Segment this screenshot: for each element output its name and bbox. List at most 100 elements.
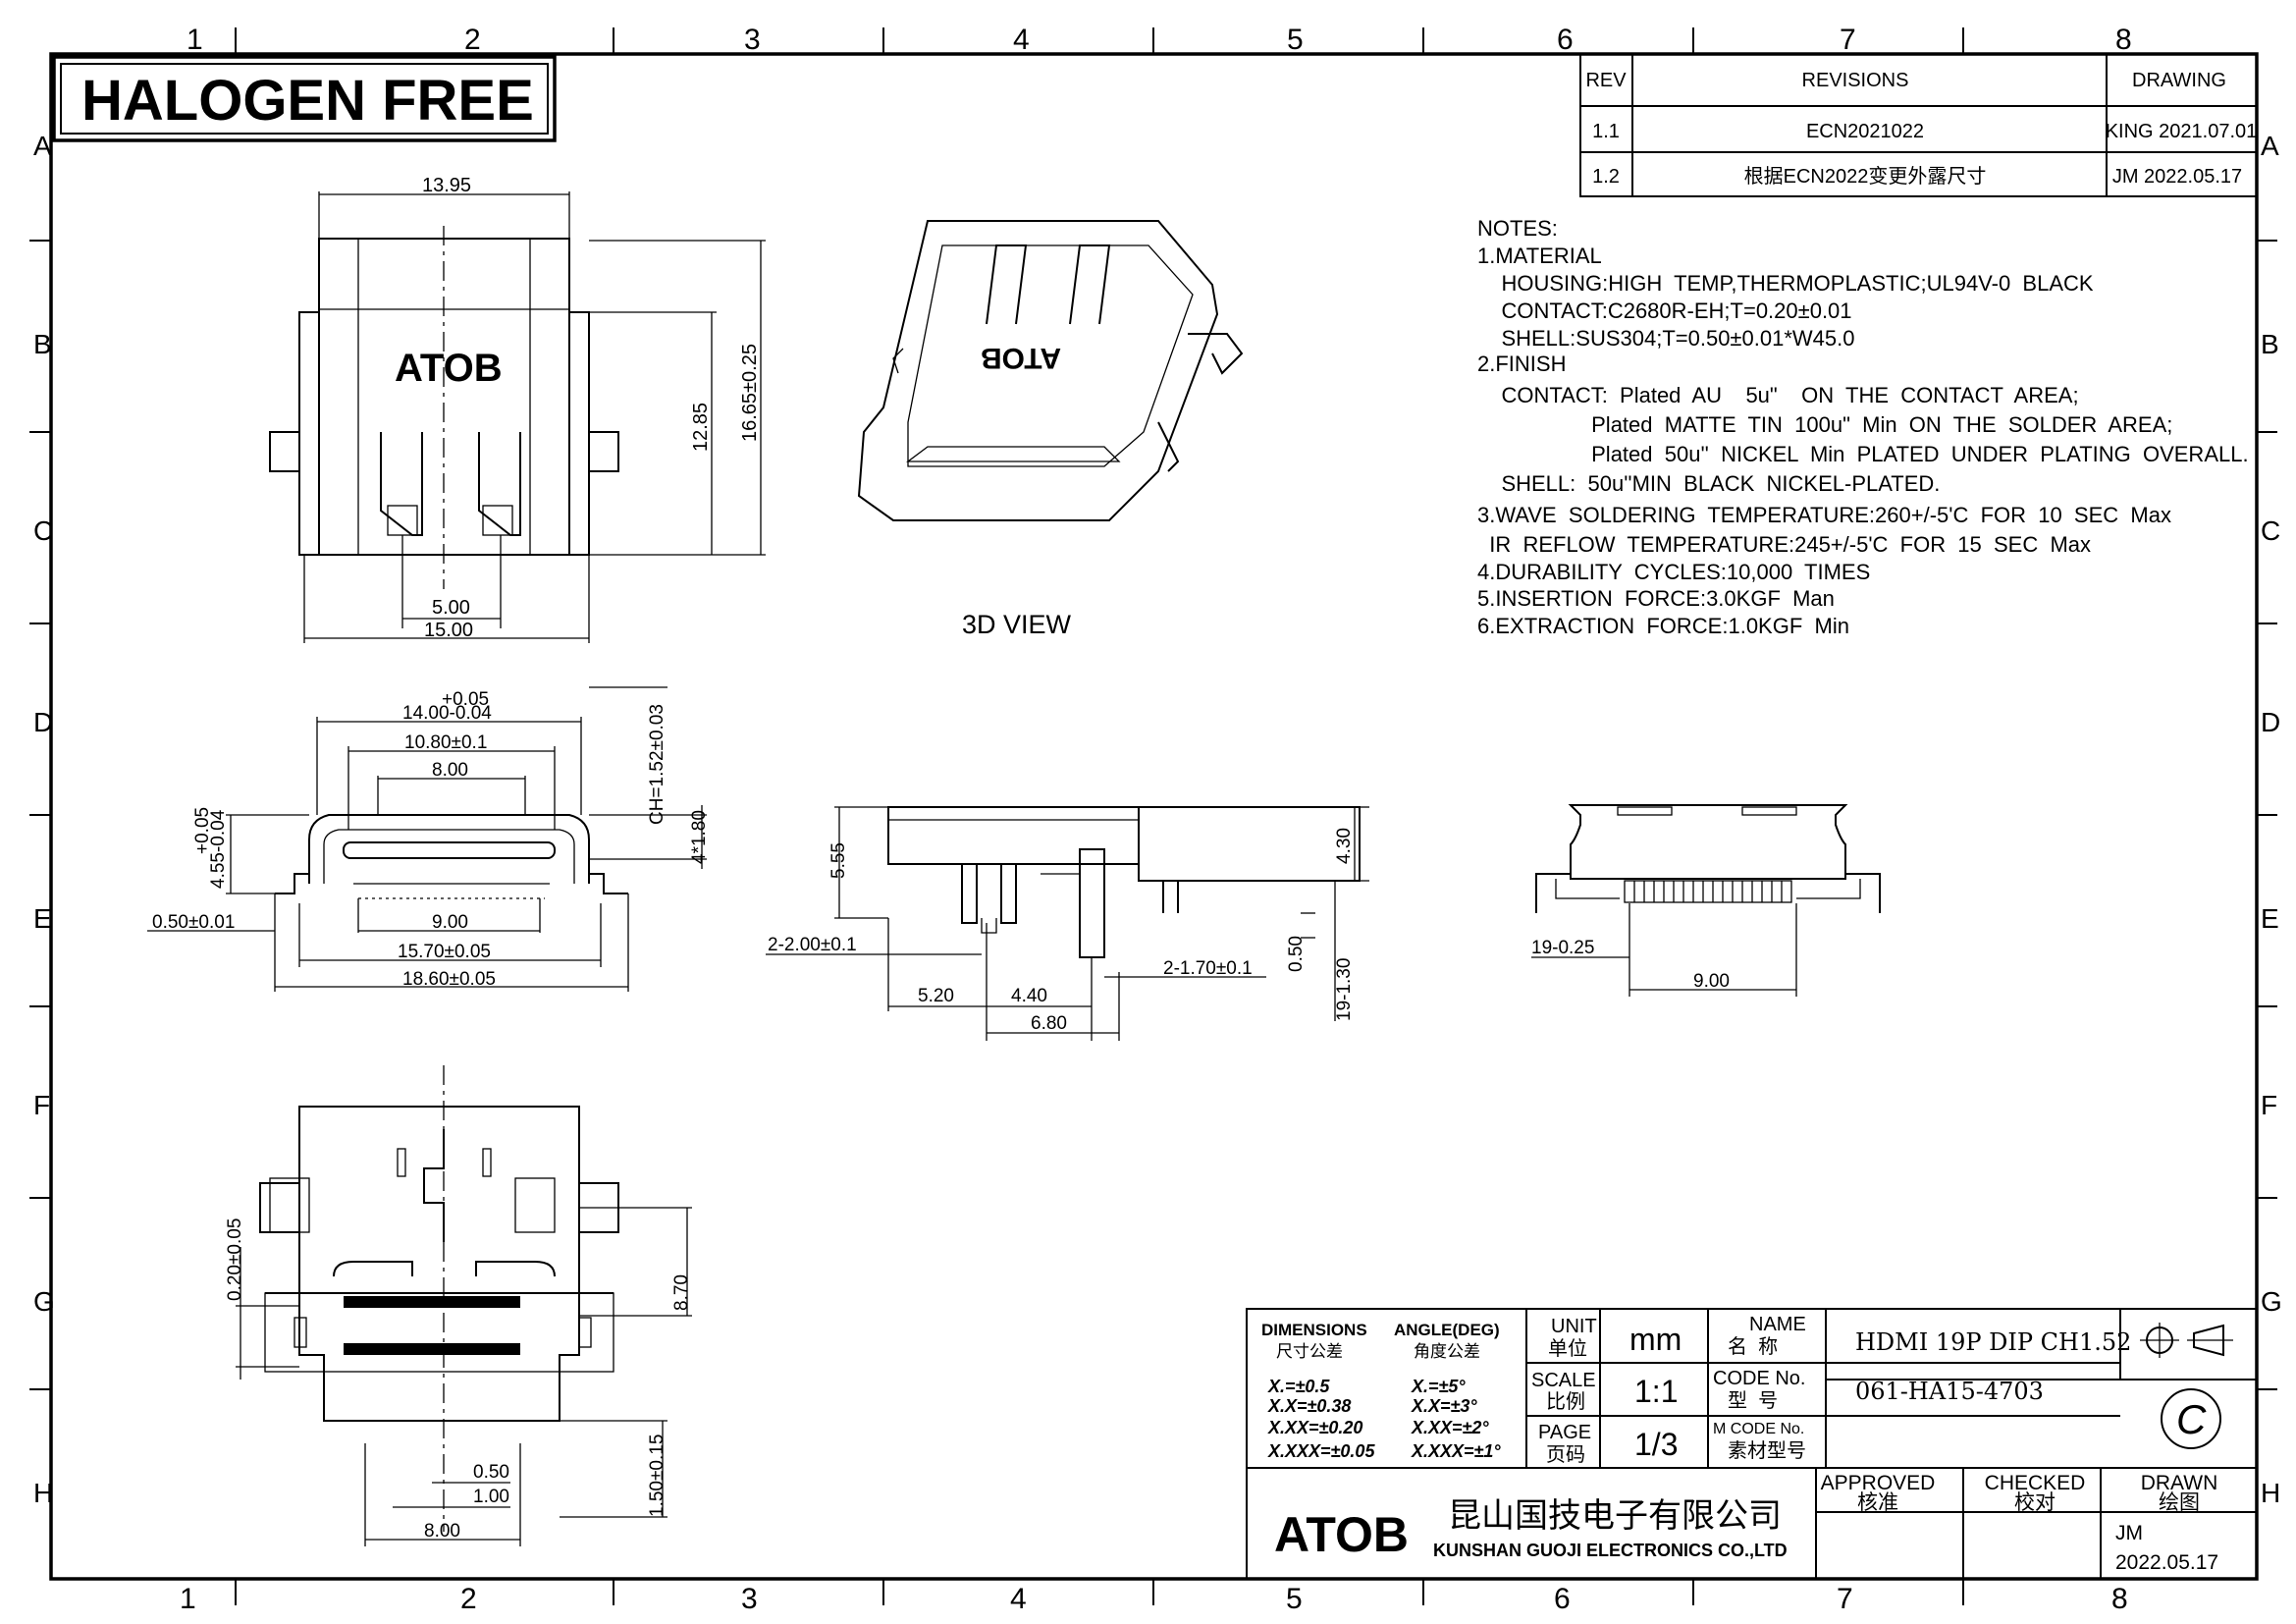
dim-side-pin-a: 5.20 [918, 986, 954, 1006]
dim-pcb-depth: 8.70 [671, 1274, 692, 1311]
frame-ticks [29, 27, 2277, 1605]
drawing-header: DRAWING [2132, 70, 2226, 91]
dim-pcb-tol: 0.20±0.05 [225, 1218, 245, 1301]
dim-front-width: 14.00-0.04 [402, 703, 492, 724]
row-label-c-left: C [33, 515, 53, 546]
rev-row-2-desc: 根据ECN2022变更外露尺寸 [1744, 165, 1987, 188]
row-label-h-left: H [33, 1478, 53, 1508]
dim-bottom-width: 15.00 [424, 620, 473, 641]
dim-front-inner: 8.00 [432, 760, 468, 781]
code-label-cn: 型 号 [1728, 1389, 1778, 1412]
code-value: 061-HA15-4703 [1855, 1378, 2044, 1405]
dim-front-opening: 10.80±0.1 [404, 732, 487, 753]
checked-label-cn: 校对 [2014, 1491, 2056, 1514]
name-label-en: NAME [1749, 1314, 1806, 1335]
company-name-en: KUNSHAN GUOJI ELECTRONICS CO.,LTD [1433, 1541, 1788, 1560]
notes-line-8: Plated 50u'' NICKEL Min PLATED UNDER PLA… [1477, 442, 2249, 466]
notes-line-3: CONTACT:C2680R-EH;T=0.20±0.01 [1477, 298, 1852, 323]
drawn-label-en: DRAWN [2141, 1472, 2218, 1494]
dim-side-hole: 2-2.00±0.1 [768, 935, 857, 955]
front-view: +0.05 14.00-0.04 10.80±0.1 8.00 CH=1.52±… [147, 686, 710, 992]
col-label-4-bottom: 4 [1010, 1583, 1027, 1615]
notes-line-0: NOTES: [1477, 216, 1558, 241]
3d-view-label: 3D VIEW [962, 610, 1072, 639]
dim-height-main: 16.65±0.25 [739, 344, 761, 442]
3d-view-marking: ATOB [981, 342, 1061, 374]
rev-row-1-desc: ECN2021022 [1806, 121, 1924, 142]
row-label-g-left: G [33, 1286, 55, 1317]
approved-label-cn: 核准 [1857, 1491, 1898, 1514]
col-label-1-top: 1 [187, 24, 203, 56]
tol-header-cn: 尺寸公差 [1276, 1342, 1343, 1361]
scale-label-cn: 比例 [1546, 1390, 1585, 1413]
notes-line-6: CONTACT: Plated AU 5u" ON THE CONTACT AR… [1477, 383, 2079, 407]
dim-left-tol-plus: +0.05 [192, 807, 213, 854]
tol-header-en: DIMENSIONS [1261, 1321, 1367, 1339]
revisions-table: REV REVISIONS DRAWING 1.1 ECN2021022 KIN… [1579, 53, 2258, 197]
col-label-6-top: 6 [1557, 24, 1574, 56]
drawn-date: 2022.05.17 [2115, 1551, 2218, 1574]
pcb-layout-view: 8.70 0.20±0.05 1.50±0.15 0.50 1.00 8.00 [225, 1065, 692, 1546]
notes-line-5: 2.FINISH [1477, 352, 1566, 376]
page-label-en: PAGE [1538, 1422, 1591, 1443]
dim-top-width: 13.95 [422, 175, 471, 196]
col-label-7-bottom: 7 [1837, 1583, 1853, 1615]
col-label-6-bottom: 6 [1554, 1583, 1571, 1615]
rev-row-1-drawing: KING 2021.07.01 [2106, 121, 2258, 142]
angle-row-1: X.X=±3° [1411, 1396, 1477, 1416]
unit-value: mm [1629, 1322, 1682, 1357]
dim-side-leg: 19-1.30 [1334, 958, 1355, 1021]
row-label-e-left: E [33, 903, 52, 934]
col-label-2-top: 2 [464, 24, 481, 56]
dim-pcb-width: 8.00 [424, 1521, 460, 1542]
notes-line-4: SHELL:SUS304;T=0.50±0.01*W45.0 [1477, 326, 1854, 351]
notes-line-7: Plated MATTE TIN 100u" Min ON THE SOLDER… [1477, 412, 2172, 437]
row-label-b-right: B [2261, 329, 2279, 359]
angle-header-en: ANGLE(DEG) [1394, 1321, 1500, 1339]
rev-header: REV [1585, 70, 1627, 91]
drawn-label-cn: 绘图 [2159, 1491, 2200, 1514]
copyright-icon: C [2161, 1388, 2221, 1449]
row-label-b-left: B [33, 329, 52, 359]
unit-label-en: UNIT [1551, 1316, 1597, 1337]
product-name-value: HDMI 19P DIP CH1.52 [1855, 1328, 2131, 1356]
col-label-7-top: 7 [1840, 24, 1856, 56]
angle-header-cn: 角度公差 [1414, 1342, 1480, 1361]
top-view: ATOB 13.95 16.65±0.25 12.85 5.00 15.00 [269, 175, 766, 643]
dim-pcb-pin-h: 1.50±0.15 [647, 1435, 667, 1517]
halogen-free-box: HALOGEN FREE [52, 55, 557, 142]
notes-line-2: HOUSING:HIGH TEMP,THERMOPLASTIC;UL94V-0 … [1477, 271, 2094, 296]
notes-line-12: 4.DURABILITY CYCLES:10,000 TIMES [1477, 560, 1870, 584]
dim-side-body: 4.30 [1334, 828, 1355, 864]
checked-label-en: CHECKED [1985, 1472, 2086, 1494]
3d-view: ATOB 3D VIEW [857, 220, 1244, 639]
row-label-e-right: E [2261, 903, 2279, 934]
scale-value: 1:1 [1634, 1374, 1678, 1409]
row-label-c-right: C [2261, 515, 2280, 546]
dim-side-height: 5.55 [828, 842, 849, 879]
col-label-8-bottom: 8 [2111, 1583, 2128, 1615]
dim-pcb-pitch: 1.00 [473, 1487, 509, 1507]
dim-side-pin-c: 6.80 [1031, 1013, 1067, 1034]
company-logo: ATOB [1274, 1507, 1409, 1562]
row-label-f-left: F [33, 1090, 50, 1120]
rev-row-1-rev: 1.1 [1592, 121, 1620, 142]
name-label-cn: 名 称 [1728, 1335, 1778, 1358]
col-label-8-top: 8 [2115, 24, 2132, 56]
notes-block: NOTES: 1.MATERIAL HOUSING:HIGH TEMP,THER… [1477, 216, 2249, 638]
dim-pcb-small: 0.50 [473, 1462, 509, 1483]
dim-side-pin-b: 4.40 [1011, 986, 1047, 1006]
row-label-g-right: G [2261, 1286, 2282, 1317]
col-label-5-top: 5 [1287, 24, 1304, 56]
approved-label-en: APPROVED [1821, 1472, 1936, 1494]
row-label-d-right: D [2261, 707, 2280, 737]
scale-label-en: SCALE [1531, 1370, 1596, 1391]
dim-tab-span: 15.70±0.05 [398, 942, 491, 962]
tol-row-1: X.X=±0.38 [1267, 1396, 1351, 1416]
copyright-symbol: C [2176, 1396, 2207, 1442]
notes-line-14: 6.EXTRACTION FORCE:1.0KGF Min [1477, 614, 1849, 638]
notes-line-11: IR REFLOW TEMPERATURE:245+/-5'C FOR 15 S… [1477, 532, 2091, 557]
drawn-by: JM [2115, 1522, 2143, 1544]
angle-row-3: X.XXX=±1° [1411, 1441, 1501, 1461]
